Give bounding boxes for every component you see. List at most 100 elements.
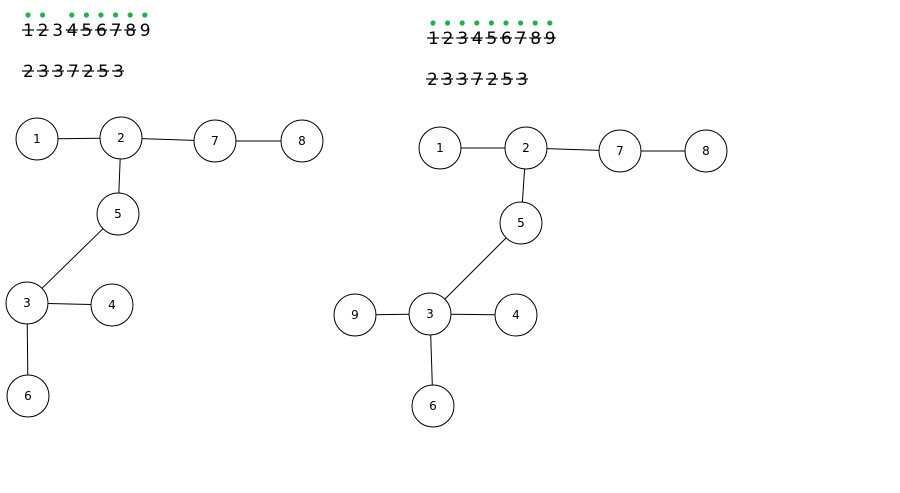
progress-dot xyxy=(430,20,436,26)
progress-dot xyxy=(488,20,494,26)
tree-node: 8 xyxy=(684,129,728,173)
sequence-bottom-digit: 2 xyxy=(23,62,34,82)
sequence-top-digit: 1 xyxy=(23,21,34,41)
tree-edge xyxy=(26,323,29,376)
node-circle xyxy=(408,292,452,336)
progress-dot xyxy=(547,20,553,26)
tree-edge xyxy=(450,313,496,316)
node-label: 2 xyxy=(117,131,125,145)
node-circle xyxy=(411,384,455,428)
node-circle xyxy=(494,293,538,337)
node-circle xyxy=(684,129,728,173)
tree-node: 4 xyxy=(90,283,134,327)
sequence-top-digit: 6 xyxy=(501,29,512,49)
tree-edge xyxy=(47,302,92,306)
progress-dot xyxy=(474,20,480,26)
node-circle xyxy=(6,374,50,418)
sequence-top-digit: 9 xyxy=(140,21,151,41)
sequence-bottom-digit: 7 xyxy=(68,62,79,82)
node-circle xyxy=(418,126,462,170)
node-label: 4 xyxy=(108,298,116,312)
progress-dot xyxy=(459,20,465,26)
node-label: 9 xyxy=(351,308,359,322)
node-label: 1 xyxy=(436,141,444,155)
node-circle xyxy=(280,119,324,163)
tree-node: 6 xyxy=(6,374,50,418)
tree-node: 2 xyxy=(504,126,548,170)
progress-dot xyxy=(25,12,31,18)
sequence-top-digit: 8 xyxy=(530,29,541,49)
node-label: 5 xyxy=(114,207,122,221)
sequence-bottom-digit: 3 xyxy=(113,62,124,82)
tree-node: 8 xyxy=(280,119,324,163)
progress-dot xyxy=(83,12,89,18)
sequence-top-digit: 7 xyxy=(516,29,527,49)
sequence-bottom-digit: 5 xyxy=(502,70,513,90)
tree-edge xyxy=(546,148,600,151)
node-circle xyxy=(15,117,59,161)
node-label: 8 xyxy=(298,134,306,148)
tree-node: 9 xyxy=(333,293,377,337)
sequence-bottom-digit: 3 xyxy=(442,70,453,90)
node-label: 4 xyxy=(512,308,520,322)
tree-node: 1 xyxy=(15,117,59,161)
progress-dot xyxy=(69,12,75,18)
tree-edge xyxy=(118,158,121,194)
sequence-top-digit: 5 xyxy=(486,29,497,49)
node-label: 5 xyxy=(517,216,525,230)
progress-dot xyxy=(518,20,524,26)
tree-edge xyxy=(141,138,195,141)
sequence-top-digit: 3 xyxy=(52,21,63,41)
sequence-bottom-digit: 3 xyxy=(38,62,49,82)
sequence-top-digit: 5 xyxy=(81,21,92,41)
sequence-bottom-digit: 2 xyxy=(427,70,438,90)
tree-node: 1 xyxy=(418,126,462,170)
progress-dot xyxy=(40,12,46,18)
node-label: 7 xyxy=(211,134,219,148)
sequence-top-digit: 6 xyxy=(96,21,107,41)
progress-dot xyxy=(142,12,148,18)
node-label: 6 xyxy=(24,389,32,403)
node-label: 3 xyxy=(23,296,31,310)
sequence-bottom-digit: 2 xyxy=(83,62,94,82)
sequence-top-digit: 4 xyxy=(67,21,78,41)
tree-node: 3 xyxy=(408,292,452,336)
sequence-bottom-digit: 5 xyxy=(98,62,109,82)
sequence-bottom-digit: 3 xyxy=(517,70,528,90)
node-label: 3 xyxy=(426,307,434,321)
node-label: 2 xyxy=(522,141,530,155)
progress-dot xyxy=(503,20,509,26)
tree-node: 7 xyxy=(598,129,642,173)
node-label: 8 xyxy=(702,144,710,158)
tree-edge xyxy=(57,137,101,140)
sequence-top-digit: 9 xyxy=(545,29,556,49)
node-label: 1 xyxy=(33,132,41,146)
node-circle xyxy=(504,126,548,170)
sequence-top-digit: 2 xyxy=(38,21,49,41)
tree-edge xyxy=(41,228,104,289)
sequence-bottom-digit: 7 xyxy=(472,70,483,90)
tree-edge xyxy=(444,237,507,300)
sequence-top-digit: 2 xyxy=(443,29,454,49)
tree-node: 2 xyxy=(99,116,143,160)
node-circle xyxy=(193,119,237,163)
tree-node: 5 xyxy=(499,201,543,245)
progress-dot xyxy=(98,12,104,18)
progress-dot xyxy=(445,20,451,26)
sequence-top-digit: 1 xyxy=(428,29,439,49)
tree-node: 4 xyxy=(494,293,538,337)
sequence-top-digit: 8 xyxy=(125,21,136,41)
sequence-top-digit: 3 xyxy=(457,29,468,49)
progress-dot xyxy=(113,12,119,18)
tree-edge xyxy=(521,168,526,203)
tree-node: 6 xyxy=(411,384,455,428)
progress-dot xyxy=(127,12,133,18)
tree-node: 5 xyxy=(96,192,140,236)
sequence-top-digit: 4 xyxy=(472,29,483,49)
sequence-bottom-digit: 2 xyxy=(487,70,498,90)
node-circle xyxy=(90,283,134,327)
node-circle xyxy=(598,129,642,173)
progress-dot xyxy=(532,20,538,26)
